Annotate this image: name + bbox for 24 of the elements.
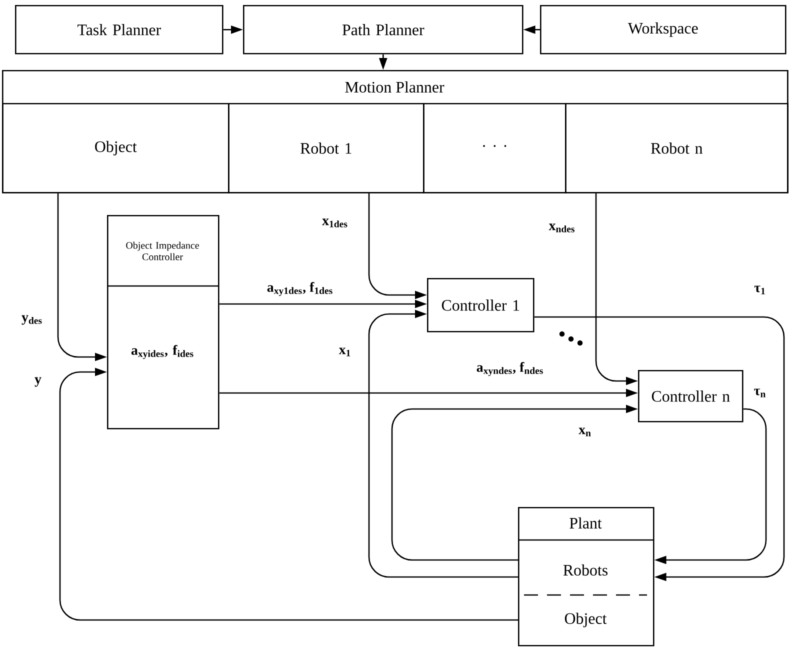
table-cell: · · · — [423, 103, 566, 194]
edge-label: τ$_{1}$ — [753, 284, 767, 296]
table-cell: Object — [2, 103, 230, 194]
process-box: Path Planner — [243, 5, 524, 54]
process-box: Workspace — [540, 5, 786, 54]
controller-box: Controller 1 — [427, 278, 534, 332]
arrow — [59, 368, 518, 621]
arrow — [534, 316, 785, 582]
edge-label: τ$_{n}$ — [752, 388, 768, 398]
plant-box: Plant Robots Object — [518, 507, 654, 646]
edge-label: x$_{1des}$ — [321, 218, 349, 228]
edge-label: a$_{xy1des}$, f$_{1des}$ — [266, 280, 334, 298]
edge-label: x$_{ndes}$ — [548, 222, 576, 234]
edge-label: x$_{1}$ — [338, 346, 352, 358]
table-cell: Robot 1 — [228, 103, 424, 194]
edge-label: y$_{des}$ — [20, 314, 44, 326]
edge-label: x$_{n}$ — [578, 426, 592, 438]
edge-label: y — [34, 376, 42, 388]
edge-label: a$_{xyndes}$, f$_{ndes}$ — [475, 360, 545, 378]
controller-box: Controller n — [638, 370, 744, 422]
controller-box: Object Impedance Controller a$_{xyides}$, f$_{ides}$ — [107, 215, 220, 430]
process-box: Task Planner — [15, 5, 224, 54]
arrow — [368, 310, 518, 578]
table-cell: Robot n — [565, 103, 788, 194]
